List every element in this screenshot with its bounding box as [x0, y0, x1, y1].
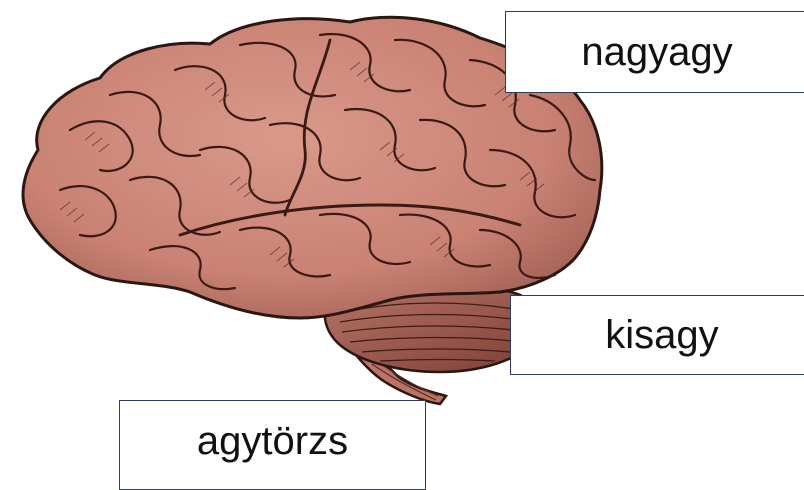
- cerebrum-label-box: nagyagy: [505, 11, 804, 93]
- cerebellum-label-box: kisagy: [510, 295, 804, 375]
- brainstem-label: agytörzs: [197, 419, 348, 464]
- cerebellum-label: kisagy: [605, 313, 718, 358]
- cerebrum-label: nagyagy: [581, 30, 732, 75]
